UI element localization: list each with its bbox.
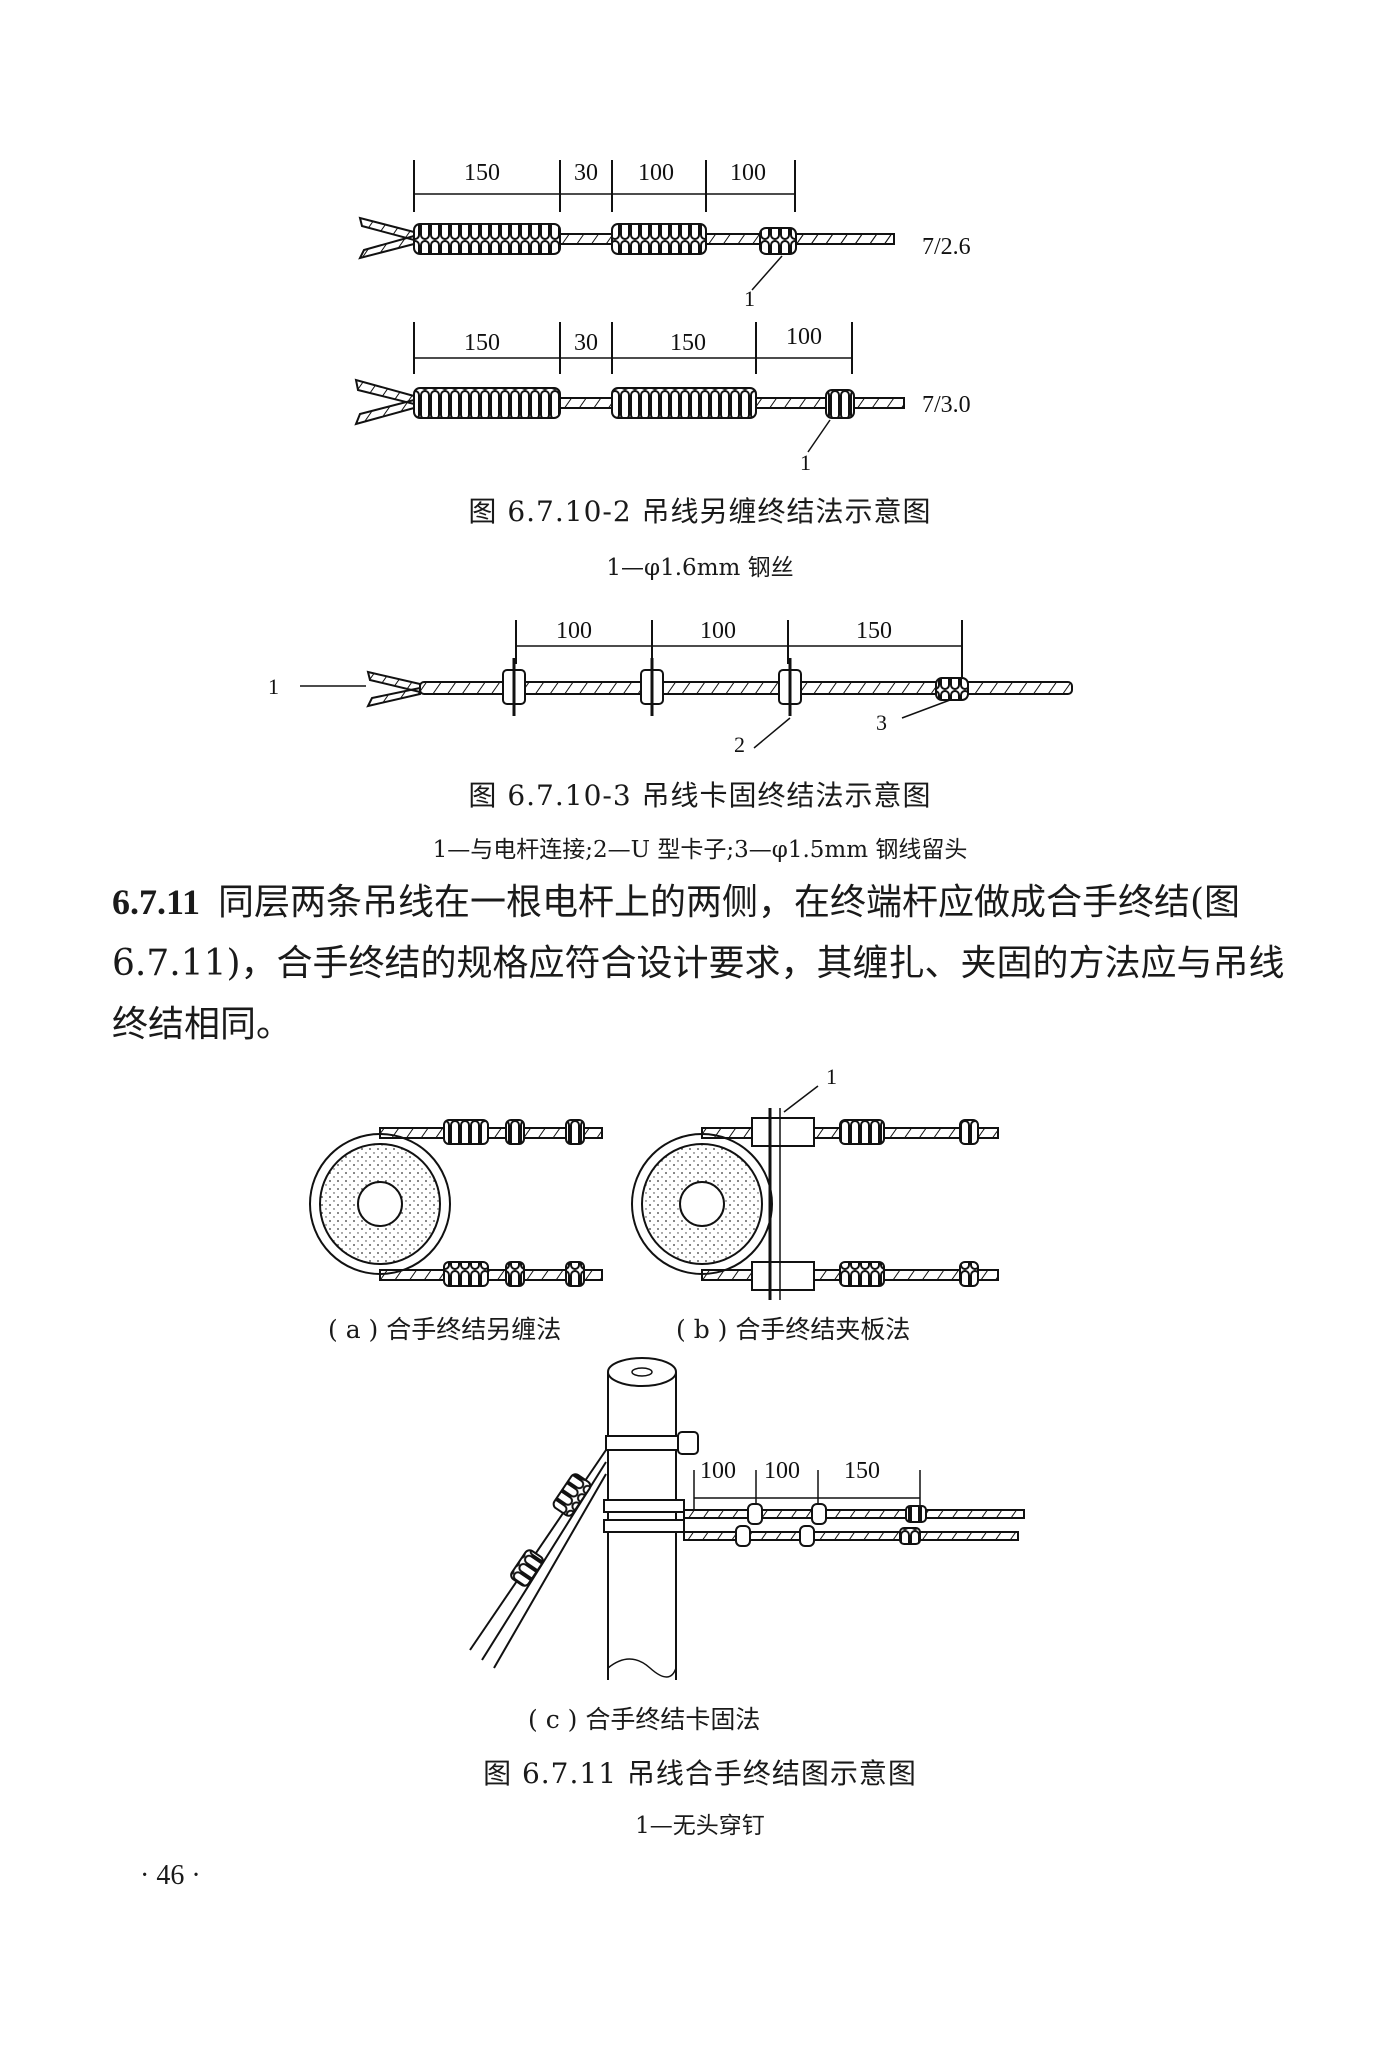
dim-100: 100 (638, 160, 674, 186)
figure-caption: 图 6.7.10-3 吊线卡固终结法示意图 (468, 779, 932, 812)
dim-100: 100 (556, 618, 592, 644)
label-1: 1 (800, 450, 811, 475)
u-clamp (502, 658, 526, 716)
spec-7-3-0: 7/3.0 (922, 392, 971, 418)
figure-caption: 图 6.7.10-2 吊线另缠终结法示意图 (468, 495, 932, 528)
figure-note: 1—无头穿钉 (635, 1813, 765, 1839)
figure-6-7-11-c-diagram: 100 100 150 (469, 1357, 1025, 1680)
figure-note: 1—与电杆连接;2—U 型卡子;3—φ1.5mm 钢线留头 (432, 837, 968, 863)
section-text: 同层两条吊线在一根电杆上的两侧，在终端杆应做成合手终结(图 6.7.11)，合手… (112, 882, 1285, 1045)
dim-100: 100 (730, 160, 766, 186)
dim-30: 30 (574, 160, 598, 186)
figure-6-7-11-ab-diagram: 1 (309, 1064, 999, 1300)
diagram-c: 100 100 150 (469, 1357, 1025, 1680)
label-2: 2 (734, 732, 745, 757)
figure-caption: 图 6.7.11 吊线合手终结图示意图 (483, 1757, 917, 1790)
dim-150: 150 (670, 330, 706, 356)
figure-6-7-10-2-diagram: 150 30 100 100 1 7/2.6 150 30 150 100 (354, 160, 971, 475)
section-number: 6.7.11 (112, 882, 201, 922)
wire-assembly-7-3-0: 150 30 150 100 1 7/3.0 (354, 322, 971, 475)
dim-100: 100 (700, 1458, 736, 1484)
u-clamp (778, 658, 802, 716)
label-3: 3 (876, 710, 887, 735)
dim-150: 150 (856, 618, 892, 644)
dim-100: 100 (700, 618, 736, 644)
wire-assembly-7-2-6: 150 30 100 100 1 7/2.6 (358, 160, 971, 311)
label-1: 1 (744, 286, 755, 311)
u-clamp (640, 658, 664, 716)
page-number: · 46 · (140, 1860, 201, 1891)
dim-150: 150 (464, 160, 500, 186)
diagram-b: 1 (631, 1064, 999, 1300)
dim-100: 100 (764, 1458, 800, 1484)
subcaption-c: ( c ) 合手终结卡固法 (528, 1705, 761, 1734)
dim-100: 100 (786, 324, 822, 350)
figure-note: 1—φ1.6mm 钢丝 (606, 555, 794, 581)
figure-6-7-10-3-diagram: 100 100 150 1 2 3 (268, 618, 1073, 757)
label-1: 1 (826, 1064, 837, 1089)
dim-30: 30 (574, 330, 598, 356)
spec-7-2-6: 7/2.6 (922, 234, 971, 260)
dim-150: 150 (844, 1458, 880, 1484)
subcaption-a: ( a ) 合手终结另缠法 (328, 1315, 562, 1344)
label-1: 1 (268, 674, 279, 699)
subcaption-b: ( b ) 合手终结夹板法 (676, 1315, 911, 1344)
diagram-a (309, 1119, 603, 1287)
dim-150: 150 (464, 330, 500, 356)
